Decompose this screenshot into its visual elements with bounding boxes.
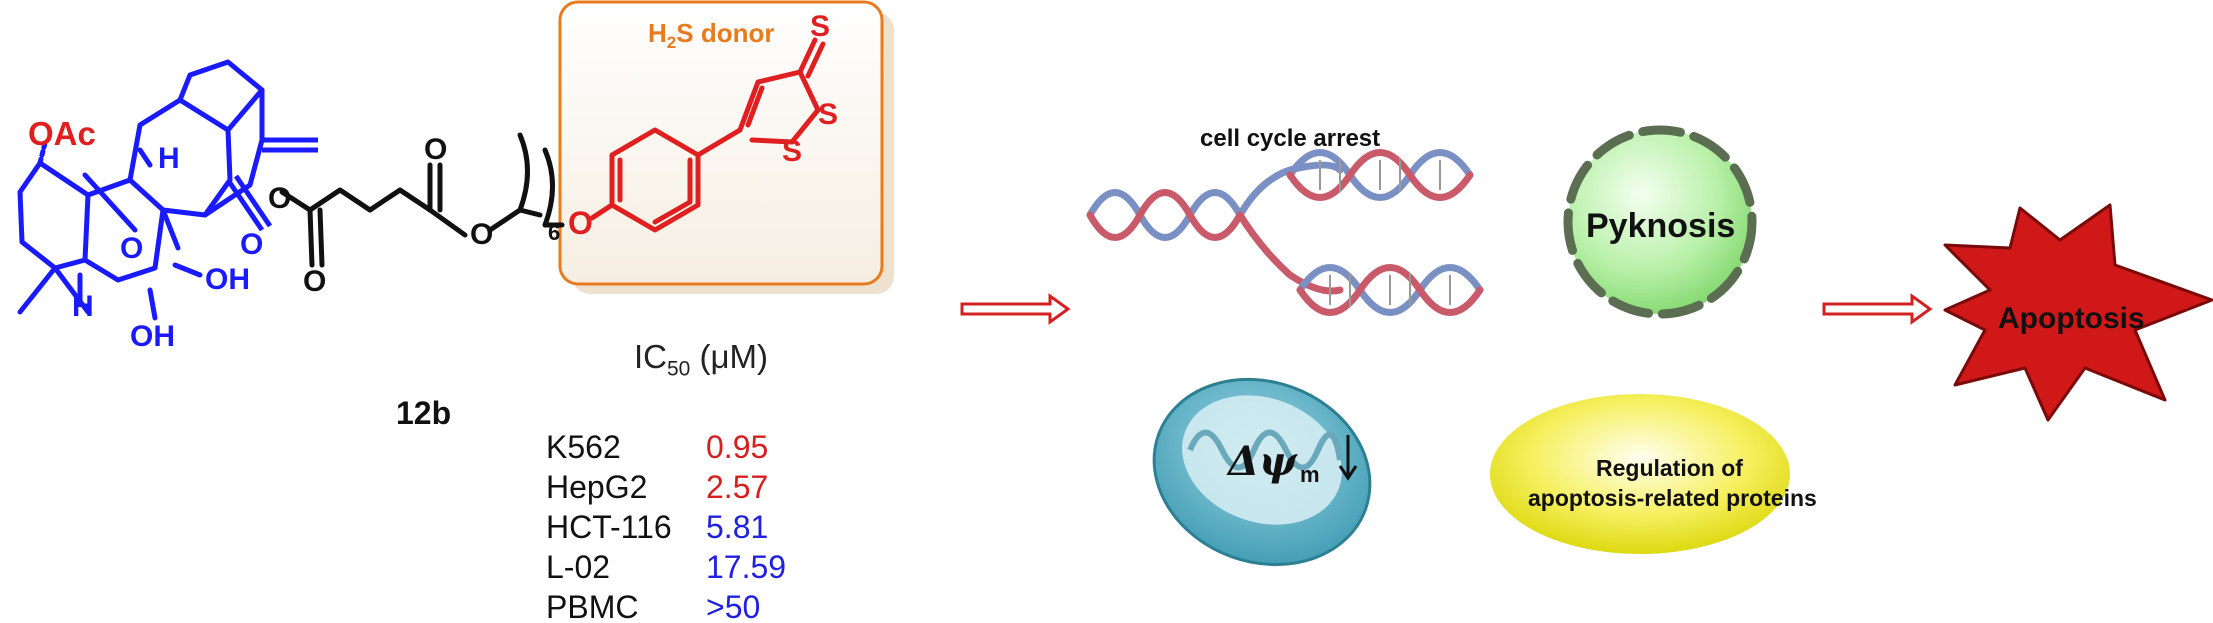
ester-o1-label: O [268,182,292,215]
cell-line: K562 [546,429,621,465]
regulation-label-line1: Regulation of [1596,455,1743,481]
cell-line: HepG2 [546,469,648,505]
membrane-potential-arrow [1338,435,1358,481]
phenol-o-label: O [568,205,593,241]
donor-label-sub: 2 [666,33,677,53]
carbonyl-o3-label: O [424,133,448,166]
donor-label-prefix: H [648,18,667,48]
lactone-carbonyl [225,174,273,232]
dna-rungs [1319,158,1451,307]
chain-repeat-label: 6 [548,220,561,245]
apoptosis-label: Apoptosis [1998,302,2145,335]
exocyclic-methylene [262,137,318,153]
cell-cycle-arrest-label: cell cycle arrest [1200,125,1381,152]
ic50-header-sub: 50 [667,357,691,381]
arrow-to-mechanism [960,293,1071,325]
ic50-row: K562 0.95 [546,427,846,467]
bridge-o-label: O [120,232,144,265]
ic50-header-main: IC [634,338,667,375]
ic50-row: HepG2 2.57 [546,467,846,507]
cell-line: L-02 [546,549,611,585]
ring-s1-label: S [818,98,839,131]
oridonin-scaffold [17,59,265,321]
h-bottom-label: H [72,290,94,323]
ic50-table: K562 0.95 HepG2 2.57 HCT-116 5.81 L-02 1… [546,427,846,623]
ic50-header-unit: (μM) [690,338,769,375]
ic50-value: >50 [706,589,761,623]
h-top-label: H [158,142,180,175]
ring-s2-label: S [782,135,803,168]
ic50-row: PBMC >50 [546,587,846,623]
h2s-donor-label: H2S donor [648,18,774,53]
dna-helix [1086,149,1484,316]
carbonyl-o2-label: O [303,265,327,298]
oh-bottom-label: OH [130,320,175,353]
pyknosis-nucleus [1563,125,1757,319]
ic50-row: L-02 17.59 [546,547,846,587]
acetoxy-label: OAc [28,115,96,152]
membrane-potential-subscript: m [1300,462,1320,487]
ic50-value: 17.59 [706,549,787,585]
oh-right-label: OH [205,263,250,296]
thione-s-label: S [810,10,831,43]
apoptosis-burst [1943,203,2213,422]
ic50-header: IC50 (μM) [634,338,768,382]
ic50-value: 0.95 [706,429,769,465]
donor-label-suffix: S donor [676,18,775,48]
pyknosis-label: Pyknosis [1586,207,1736,245]
ic50-row: HCT-116 5.81 [546,507,846,547]
ic50-value: 5.81 [706,509,769,545]
cell-line: HCT-116 [546,509,672,545]
dithiolethione-donor [589,37,826,233]
ic50-value: 2.57 [706,469,769,505]
lactone-o-label: O [240,228,264,261]
regulation-ellipse [1490,394,1790,554]
cell-line: PBMC [546,589,639,623]
arrow-to-apoptosis [1822,293,1933,325]
regulation-label-line2: apoptosis-related proteins [1528,485,1817,511]
compound-label: 12b [396,395,452,431]
mitochondrion [1152,377,1372,567]
ester-linker [279,132,565,268]
membrane-potential-symbol: Δψ [1228,438,1297,485]
ester-o2-label: O [470,218,494,251]
